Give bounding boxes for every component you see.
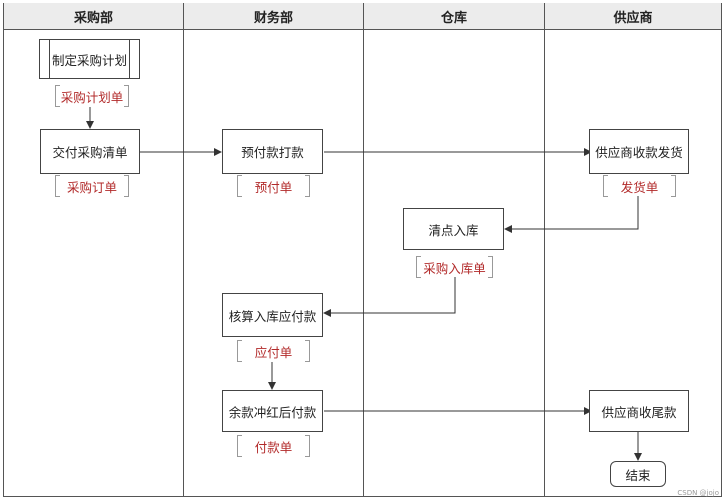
doc-payable-bill: 应付单 bbox=[237, 340, 310, 362]
lane-header-purchasing: 采购部 bbox=[4, 3, 183, 29]
process-prepayment: 预付款打款 bbox=[222, 129, 323, 174]
doc-label: 采购计划单 bbox=[60, 89, 124, 105]
doc-purchase-receipt: 采购入库单 bbox=[416, 256, 493, 278]
doc-prepay-bill: 预付单 bbox=[237, 175, 310, 197]
lane-header-finance: 财务部 bbox=[184, 3, 363, 29]
doc-delivery-bill: 发货单 bbox=[603, 175, 676, 197]
arrow-delivery-to-countin bbox=[504, 196, 639, 233]
doc-purchase-plan: 采购计划单 bbox=[55, 85, 129, 107]
process-count-and-store: 清点入库 bbox=[403, 208, 504, 250]
watermark: CSDN @jojo bbox=[677, 489, 719, 497]
process-supplier-receive-and-ship: 供应商收款发货 bbox=[589, 129, 689, 174]
end-node: 结束 bbox=[610, 461, 666, 487]
doc-purchase-order: 采购订单 bbox=[55, 175, 129, 197]
doc-label: 采购订单 bbox=[66, 179, 117, 195]
process-calc-payable: 核算入库应付款 bbox=[222, 293, 323, 337]
doc-label: 发货单 bbox=[620, 179, 659, 195]
process-submit-purchase-list: 交付采购清单 bbox=[40, 129, 140, 174]
doc-label: 应付单 bbox=[254, 344, 293, 360]
process-supplier-final-payment: 供应商收尾款 bbox=[589, 390, 689, 432]
lane-header-warehouse: 仓库 bbox=[364, 3, 544, 29]
arrow-receipt-to-calc bbox=[323, 277, 456, 317]
process-make-purchase-plan: 制定采购计划 bbox=[39, 39, 140, 79]
doc-label: 付款单 bbox=[254, 439, 293, 455]
doc-payment-bill: 付款单 bbox=[237, 435, 310, 457]
doc-label: 预付单 bbox=[254, 179, 293, 195]
lane-header-supplier: 供应商 bbox=[545, 3, 721, 29]
process-balance-payment: 余款冲红后付款 bbox=[222, 390, 323, 432]
doc-label: 采购入库单 bbox=[423, 260, 486, 276]
